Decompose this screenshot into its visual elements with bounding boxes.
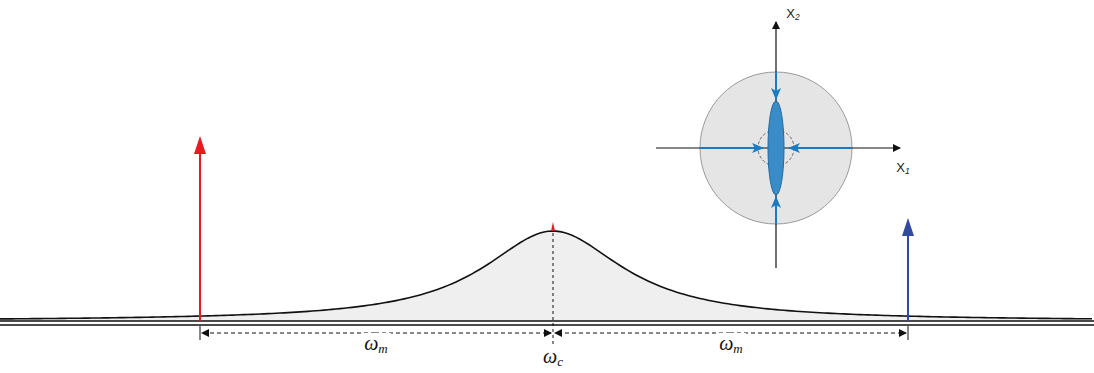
red-sideband-head xyxy=(194,136,206,154)
squeezed-ellipse xyxy=(768,101,784,195)
dimension-line xyxy=(555,333,730,334)
squeeze-arrow xyxy=(700,147,763,149)
carrier-frequency: ωc xyxy=(540,346,566,368)
dimension-line xyxy=(375,333,551,334)
lorentzian-fill xyxy=(0,231,1094,321)
dimension-line xyxy=(202,333,375,334)
center-line xyxy=(553,233,554,346)
axis-label: X2 xyxy=(786,7,799,22)
carrier-tick xyxy=(551,222,555,231)
squeeze-arrow xyxy=(775,197,777,224)
baseline xyxy=(0,320,1094,321)
dimension-tick xyxy=(200,326,201,340)
lorentzian-curve xyxy=(0,231,1092,319)
axis-label: X1 xyxy=(896,161,909,176)
squeeze-arrow xyxy=(789,147,852,149)
blue-sideband xyxy=(907,234,909,321)
red-sideband xyxy=(199,152,201,321)
squeeze-arrow xyxy=(775,72,777,99)
frequency-offset: ωm xyxy=(361,333,391,355)
phase-space-disk xyxy=(700,72,852,224)
frequency-offset: ωm xyxy=(716,333,746,355)
baseline xyxy=(0,324,1094,325)
blue-sideband-head xyxy=(902,218,914,236)
dimension-tick xyxy=(908,326,909,340)
dimension-line xyxy=(730,333,906,334)
